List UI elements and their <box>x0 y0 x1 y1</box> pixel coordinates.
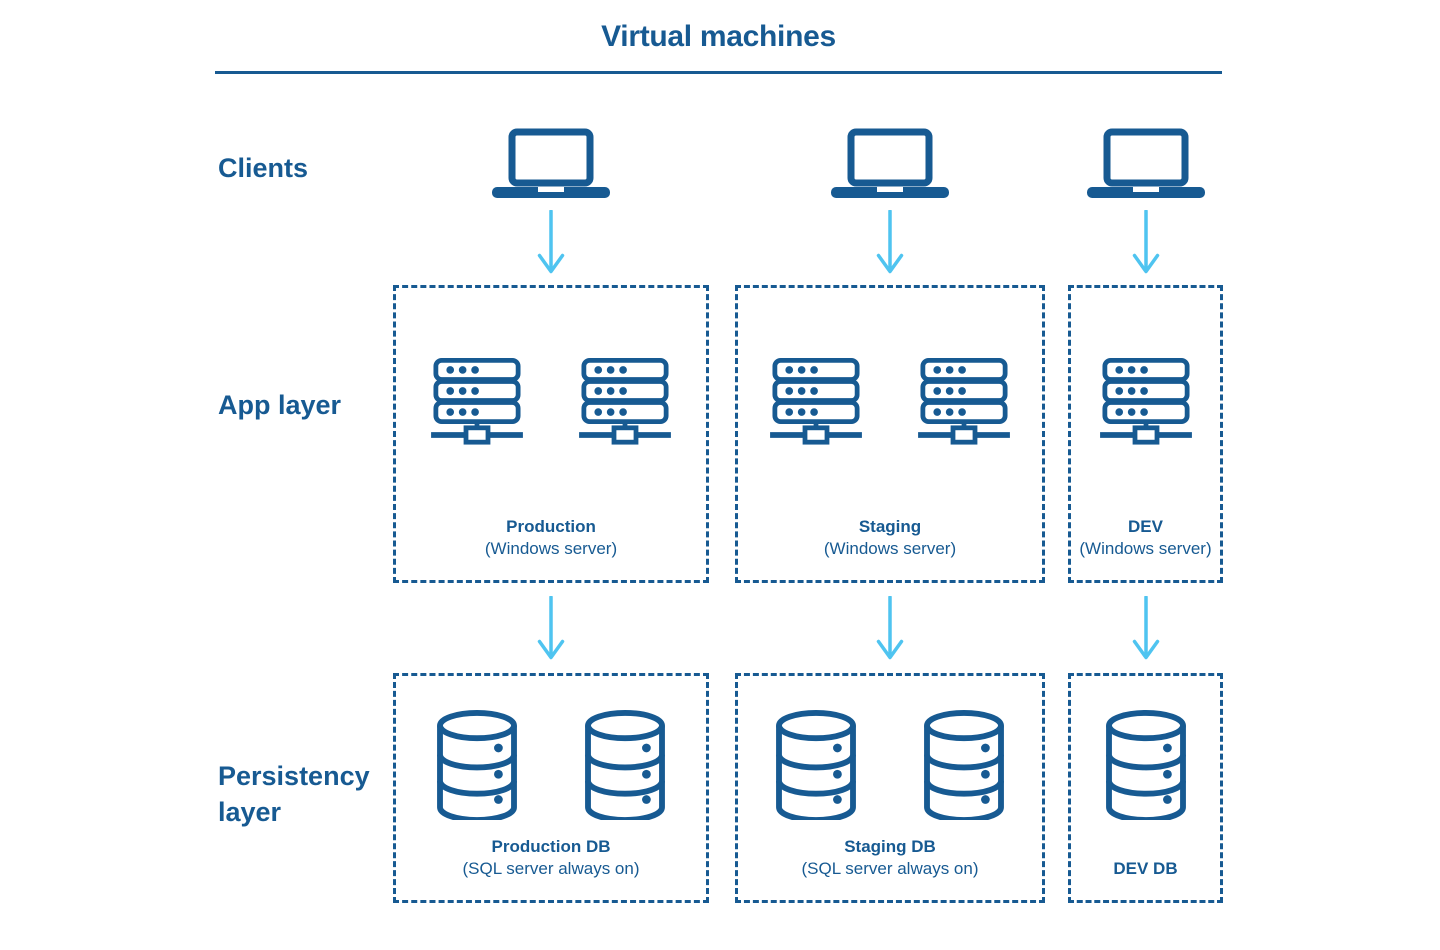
row-label-app-layer: App layer <box>218 390 342 420</box>
app-box-dev: DEV (Windows server) <box>1068 285 1223 583</box>
database-icon <box>923 709 1005 820</box>
server-icon-row <box>1071 358 1220 446</box>
server-icon-row <box>738 358 1042 446</box>
db-name: DEV DB <box>1113 859 1178 878</box>
app-box-production: Production (Windows server) <box>393 285 709 583</box>
row-label-persistency-layer: Persistency layer <box>218 761 370 827</box>
db-box-caption: Staging DB (SQL server always on) <box>738 836 1042 880</box>
db-subtitle: (SQL server always on) <box>801 859 979 878</box>
arrow-down-icon <box>1132 596 1160 662</box>
server-icon <box>1098 358 1194 446</box>
server-icon <box>916 358 1012 446</box>
arrow-down-icon <box>537 210 565 276</box>
title-divider <box>215 71 1222 74</box>
arrow-down-icon <box>1132 210 1160 276</box>
server-icon-row <box>396 358 706 446</box>
app-subtitle: (Windows server) <box>823 539 957 558</box>
arrow-down-icon <box>537 596 565 662</box>
app-subtitle: (Windows server) <box>484 539 618 558</box>
laptop-icon <box>1086 128 1206 200</box>
db-name: Production DB <box>491 837 611 856</box>
app-subtitle: (Windows server) <box>1079 539 1212 558</box>
database-icon <box>775 709 857 820</box>
row-label-clients: Clients <box>218 153 309 183</box>
database-icon <box>584 709 666 820</box>
app-name: Production <box>506 517 596 536</box>
db-box-caption: Production DB (SQL server always on) <box>396 836 706 880</box>
laptop-icon <box>491 128 611 200</box>
db-box-staging: Staging DB (SQL server always on) <box>735 673 1045 903</box>
column-production: Production (Windows server) Production D… <box>393 128 709 903</box>
server-icon <box>768 358 864 446</box>
app-name: Staging <box>858 517 922 536</box>
database-icon-row <box>396 709 706 820</box>
server-icon <box>429 358 525 446</box>
app-box-staging: Staging (Windows server) <box>735 285 1045 583</box>
laptop-icon <box>830 128 950 200</box>
db-box-caption: DEV DB <box>1071 858 1220 880</box>
column-dev: DEV (Windows server) DEV DB <box>1068 128 1223 903</box>
database-icon-row <box>1071 709 1220 820</box>
diagram-title: Virtual machines <box>601 20 836 53</box>
database-icon <box>1105 709 1187 820</box>
app-box-caption: DEV (Windows server) <box>1071 516 1220 560</box>
column-staging: Staging (Windows server) Staging DB (SQL… <box>735 128 1045 903</box>
app-name: DEV <box>1128 517 1163 536</box>
arrow-down-icon <box>876 210 904 276</box>
app-box-caption: Staging (Windows server) <box>738 516 1042 560</box>
server-icon <box>577 358 673 446</box>
db-box-dev: DEV DB <box>1068 673 1223 903</box>
database-icon <box>436 709 518 820</box>
db-subtitle: (SQL server always on) <box>462 859 640 878</box>
arrow-down-icon <box>876 596 904 662</box>
database-icon-row <box>738 709 1042 820</box>
db-name: Staging DB <box>844 837 936 856</box>
app-box-caption: Production (Windows server) <box>396 516 706 560</box>
db-box-production: Production DB (SQL server always on) <box>393 673 709 903</box>
